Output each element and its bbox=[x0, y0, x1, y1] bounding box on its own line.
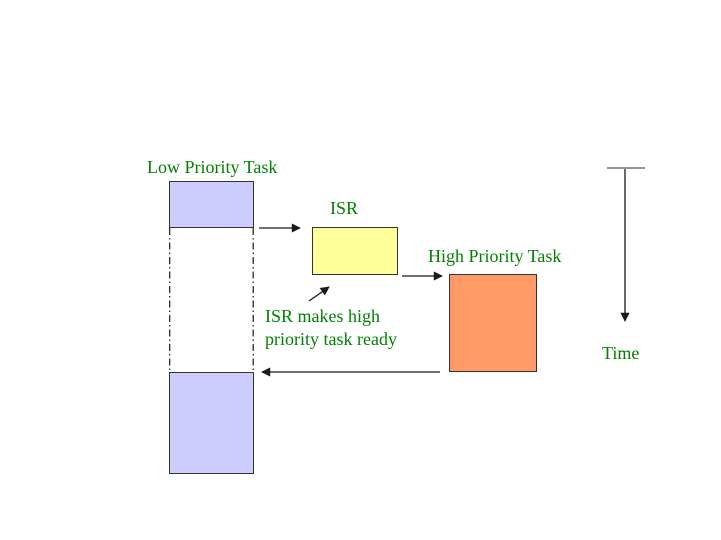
low-priority-task-label: Low Priority Task bbox=[147, 157, 278, 177]
isr-block bbox=[312, 227, 398, 275]
low-priority-task-block-top bbox=[169, 181, 254, 228]
isr-annotation-line2: priority task ready bbox=[265, 329, 397, 349]
high-priority-task-block bbox=[449, 274, 537, 372]
low-priority-task-block-bottom bbox=[169, 372, 254, 474]
isr-annotation: ISR makes high priority task ready bbox=[265, 305, 397, 351]
isr-label: ISR bbox=[330, 198, 359, 218]
isr-annotation-line1: ISR makes high bbox=[265, 306, 380, 326]
time-label: Time bbox=[602, 343, 640, 363]
annotation-pointer-arrow bbox=[308, 286, 330, 302]
high-priority-task-label: High Priority Task bbox=[428, 246, 562, 266]
